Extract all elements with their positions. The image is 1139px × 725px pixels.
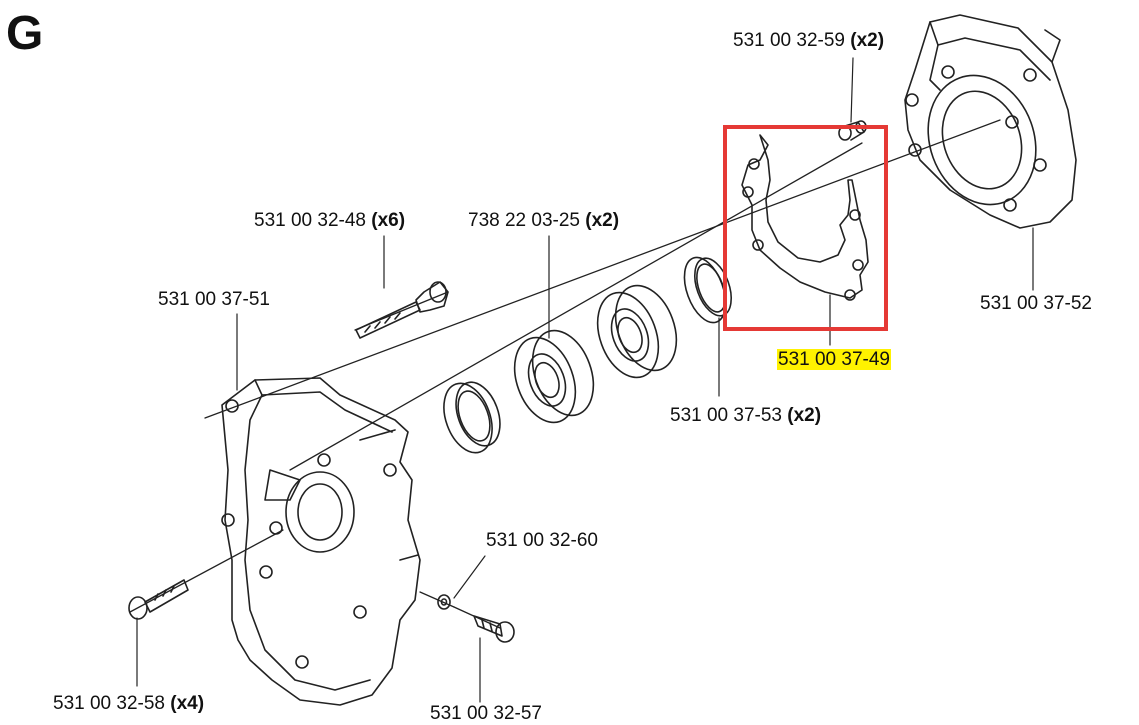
small-screw (473, 615, 515, 643)
left-crankcase-half (221, 377, 421, 706)
part-qty: (x2) (787, 405, 822, 426)
part-label-p6: 531 00 37-49 (777, 349, 891, 371)
part-number: 531 00 32-58 (53, 693, 165, 714)
part-number: 531 00 32-57 (430, 703, 542, 724)
part-number: 531 00 37-53 (670, 405, 782, 426)
washer (437, 594, 451, 610)
part-label-p10: 531 00 32-57 (430, 703, 542, 725)
seal-ring-right (683, 256, 733, 324)
bearing-right (596, 284, 678, 379)
part-qty: (x2) (850, 30, 885, 51)
bearing-left (513, 329, 595, 424)
mounting-screw (128, 579, 189, 620)
part-label-p1: 531 00 32-59 (x2) (733, 30, 884, 52)
part-number-highlighted: 531 00 37-49 (777, 349, 891, 370)
part-label-p5: 531 00 37-52 (980, 293, 1092, 315)
part-number: 738 22 03-25 (468, 210, 580, 231)
section-letter: G (6, 7, 44, 60)
part-label-p9: 531 00 32-58 (x4) (53, 693, 204, 715)
part-number: 531 00 32-59 (733, 30, 845, 51)
part-label-p4: 531 00 37-51 (158, 289, 270, 311)
part-number: 531 00 37-51 (158, 289, 270, 310)
part-number: 531 00 32-60 (486, 530, 598, 551)
right-crankcase-half (904, 14, 1077, 229)
highlight-box (723, 125, 888, 331)
part-label-p8: 531 00 32-60 (486, 530, 598, 552)
part-qty: (x2) (585, 210, 620, 231)
long-bolt (355, 281, 449, 339)
part-label-p2: 531 00 32-48 (x6) (254, 210, 405, 232)
part-number: 531 00 37-52 (980, 293, 1092, 314)
part-qty: (x4) (170, 693, 205, 714)
part-label-p3: 738 22 03-25 (x2) (468, 210, 619, 232)
crankcase-gasket (741, 134, 869, 301)
leader-lines (136, 57, 1034, 703)
part-label-p7: 531 00 37-53 (x2) (670, 405, 821, 427)
seal-ring-left (443, 381, 501, 454)
part-number: 531 00 32-48 (254, 210, 366, 231)
part-qty: (x6) (371, 210, 406, 231)
